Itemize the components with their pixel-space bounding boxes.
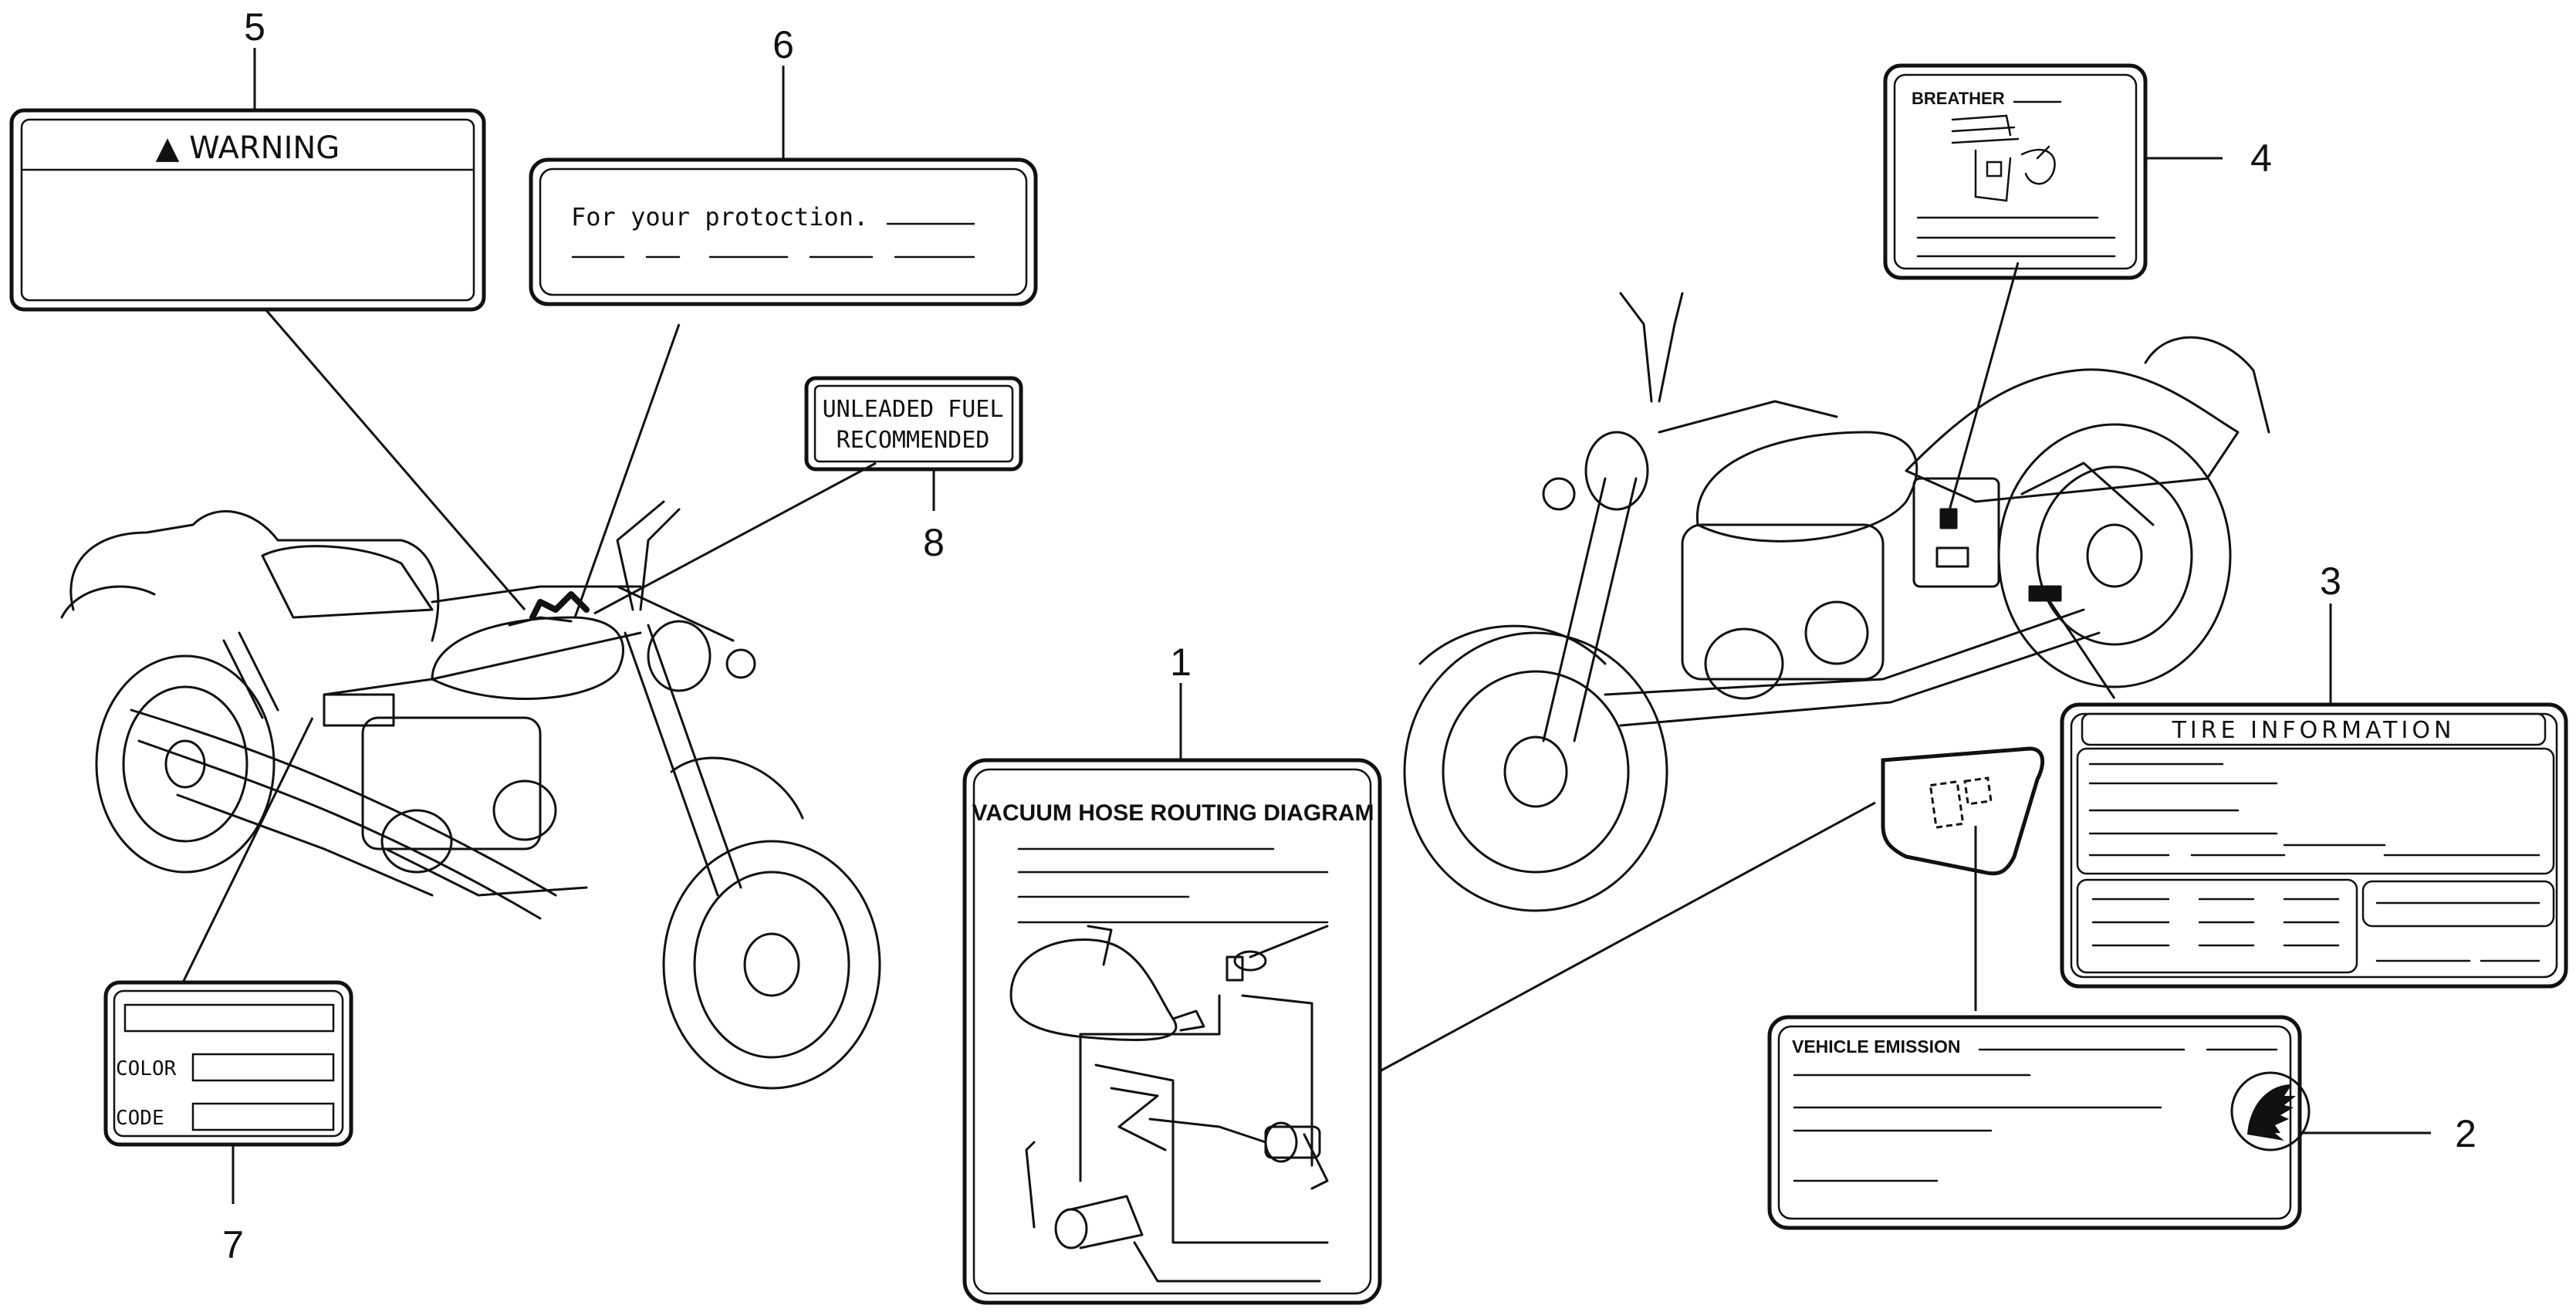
callout-1: 1 bbox=[1170, 641, 1192, 684]
motorcycle-right-icon bbox=[1403, 292, 2270, 912]
unleaded-line-2: RECOMMENDED bbox=[837, 427, 990, 454]
unleaded-line-1: UNLEADED FUEL bbox=[823, 396, 1004, 423]
callout-8: 8 bbox=[923, 521, 945, 564]
callout-3: 3 bbox=[2320, 560, 2341, 603]
vehicle-emission-label: VEHICLE EMISSION bbox=[1767, 1015, 2311, 1230]
color-text: COLOR bbox=[116, 1057, 177, 1080]
breather-hand-icon bbox=[1951, 114, 2056, 202]
tire-information-label: TIRE INFORMATION bbox=[2060, 702, 2568, 989]
breather-label: BREATHER bbox=[1883, 63, 2148, 280]
callout-5: 5 bbox=[244, 5, 265, 49]
color-code-label: COLOR CODE bbox=[103, 980, 353, 1147]
warning-text: ▲ WARNING bbox=[156, 130, 340, 166]
protection-label: For your protoction. bbox=[529, 157, 1038, 306]
code-text: CODE bbox=[116, 1107, 164, 1130]
vacuum-title: VACUUM HOSE ROUTING DIAGRAM bbox=[972, 800, 1374, 826]
vacuum-hose-label: VACUUM HOSE ROUTING DIAGRAM bbox=[962, 758, 1382, 1305]
honda-wing-icon bbox=[2230, 1071, 2311, 1151]
breather-title: BREATHER bbox=[1912, 89, 2005, 108]
emission-badge-icon bbox=[1881, 746, 2045, 876]
tire-title: TIRE INFORMATION bbox=[2172, 717, 2456, 744]
warning-label: ▲ WARNING bbox=[9, 108, 486, 312]
vacuum-diagram-icon bbox=[1009, 925, 1329, 1283]
emission-title: VEHICLE EMISSION bbox=[1792, 1036, 1961, 1057]
callout-4: 4 bbox=[2250, 137, 2272, 180]
callout-6: 6 bbox=[772, 23, 794, 66]
unleaded-fuel-label: UNLEADED FUEL RECOMMENDED bbox=[804, 376, 1023, 472]
callout-2: 2 bbox=[2455, 1112, 2476, 1155]
callout-7: 7 bbox=[222, 1223, 244, 1266]
protection-text: For your protoction. bbox=[571, 202, 868, 232]
